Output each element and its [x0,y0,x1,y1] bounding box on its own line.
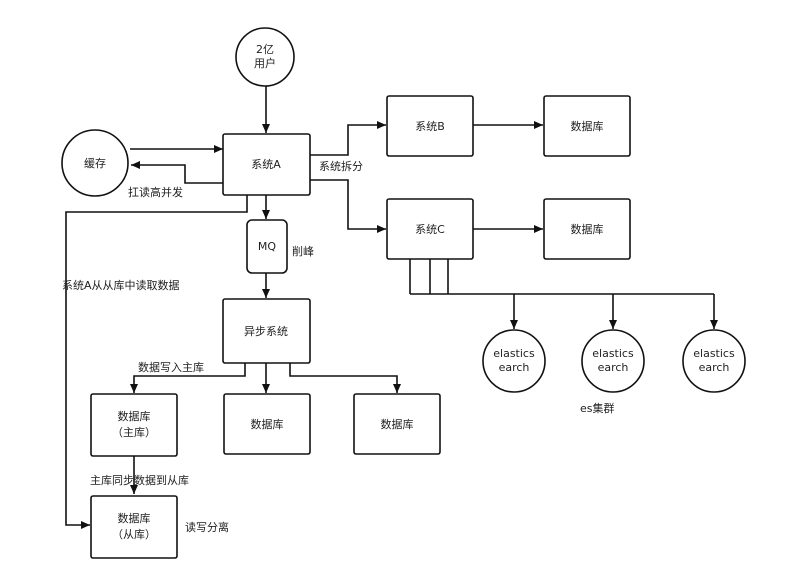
node-es-3-line-1: elastics [693,347,735,360]
node-db-master-line-1: 数据库 [118,409,151,423]
node-db-slave-line-1: 数据库 [118,511,151,525]
node-db-master-line-2: （主库） [112,426,156,439]
node-es-2: elastics earch [581,329,645,393]
node-db-slave-line-2: （从库） [112,528,156,541]
label-es-cluster: es集群 [580,401,615,415]
node-es-2-line-2: earch [598,361,629,374]
node-db-right-label: 数据库 [381,417,414,431]
node-system-b: 系统B [386,95,474,157]
edge-system-a-to-system-b [310,121,386,156]
node-es-1: elastics earch [482,329,546,393]
node-db-b-label: 数据库 [571,119,604,133]
node-es-3-line-2: earch [699,361,730,374]
node-users-line-2: 用户 [254,56,276,70]
label-master-sync: 主库同步数据到从库 [90,473,189,487]
edge-async-to-master [130,363,246,393]
label-peak-shaving: 削峰 [292,244,314,258]
label-cache-high-concurrency: 扛读高并发 [128,185,183,199]
node-users-line-1: 2亿 [256,43,274,56]
node-mq: MQ [246,219,288,274]
node-db-c: 数据库 [543,198,631,260]
node-db-slave: 数据库 （从库） [90,495,178,559]
node-system-a-label: 系统A [251,158,281,171]
edge-labels: 扛读高并发 系统拆分 削峰 系统A从从库中读取数据 数据写入主库 es集群 主库… [62,159,615,534]
node-es-2-line-1: elastics [592,347,634,360]
edge-system-a-to-slave [65,195,248,529]
node-db-mid-label: 数据库 [251,417,284,431]
edge-system-a-to-system-c [310,179,386,233]
edge-system-a-to-cache [131,161,223,184]
label-rw-split: 读写分离 [185,520,229,534]
node-db-c-label: 数据库 [571,222,604,236]
node-system-a: 系统A [222,133,311,196]
node-db-right: 数据库 [353,393,441,455]
node-es-1-line-1: elastics [493,347,535,360]
edge-async-to-db-right [289,363,401,393]
node-async-system: 异步系统 [222,298,311,364]
node-system-b-label: 系统B [415,120,445,133]
label-write-master: 数据写入主库 [138,360,204,374]
node-db-b: 数据库 [543,95,631,157]
node-cache: 缓存 [61,129,129,197]
node-users: 2亿 用户 [235,27,295,87]
node-db-mid: 数据库 [223,393,311,455]
label-system-split: 系统拆分 [319,159,363,173]
edges [65,86,718,529]
node-es-1-line-2: earch [499,361,530,374]
node-mq-label: MQ [258,240,276,253]
node-async-system-label: 异步系统 [244,325,288,338]
node-db-master: 数据库 （主库） [90,393,178,457]
node-system-c-label: 系统C [415,223,445,236]
node-system-c: 系统C [386,198,474,260]
node-es-3: elastics earch [682,329,746,393]
label-read-from-slave: 系统A从从库中读取数据 [62,278,180,292]
node-cache-label: 缓存 [84,156,106,170]
